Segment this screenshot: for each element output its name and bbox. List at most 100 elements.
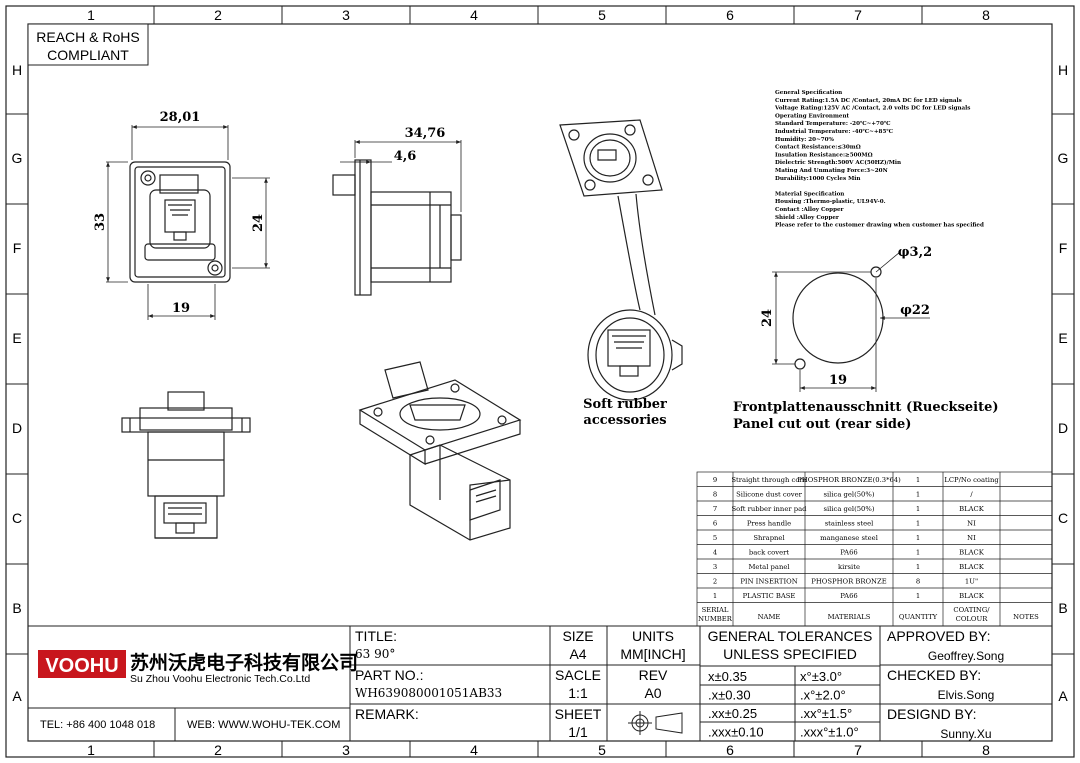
dim-side-length: 34,76 [405,126,446,141]
grid-col-bottom-4: 4 [470,742,478,758]
bom-cell: 1 [916,563,920,571]
grid-row-left-G: G [12,150,23,166]
dim-side-flange: 4,6 [394,149,417,164]
bom-cell: manganese steel [820,534,878,542]
company-tel: TEL: +86 400 1048 018 [40,719,155,731]
bom-cell: 8 [713,491,717,499]
tolerance-linear: .x±0.30 [708,688,751,703]
part-no-value: WH639080001051AB33 [355,686,502,700]
company-web: WEB: WWW.WOHU-TEK.COM [187,719,340,731]
tolerance-linear: .xx±0.25 [708,706,757,721]
bom-cell: 1U" [965,578,978,586]
spec-line: Voltage Rating:125V AC /Contact, 2.0 vol… [774,106,970,112]
company-name-en: Su Zhou Voohu Electronic Tech.Co.Ltd [130,673,310,685]
tolerances-title-1: GENERAL TOLERANCES [708,628,873,644]
grid-row-right-F: F [1059,240,1068,256]
bom-cell: PLASTIC BASE [743,592,796,600]
grid-col-bottom-3: 3 [342,742,350,758]
tolerance-linear: .xxx±0.10 [708,725,764,740]
grid-row-left-A: A [12,688,22,704]
bom-cell: NI [967,520,976,528]
bottom-view [121,391,251,539]
spec-line: Contact Resistance:≤30mΩ [775,145,861,151]
bom-cell: 2 [713,578,717,586]
spec-line: Please refer to the customer drawing whe… [775,223,984,229]
rev-label: REV [639,667,668,683]
rev-value: A0 [644,685,661,701]
company-name-cn: 苏州沃虎电子科技有限公司 [130,651,358,674]
spec-line: Durability:1000 Cycles Min [775,176,860,182]
bom-header: NAME [758,613,781,621]
grid-row-right-A: A [1058,688,1068,704]
dim-cutout-height: 24 [760,309,775,327]
checked-label: CHECKED BY: [887,667,981,683]
soft-rubber-label-1: Soft rubber [583,397,667,412]
bom-cell: silica gel(50%) [824,505,875,513]
grid-row-right-D: D [1058,420,1068,436]
bom-header: MATERIALS [828,613,871,621]
panel-cutout [792,266,884,370]
bom-header: COATING/COLOUR [953,606,990,623]
bom-cell: 1 [916,476,920,484]
grid-col-bottom-7: 7 [854,742,862,758]
tolerance-angular: .xxx°±1.0° [800,725,859,740]
tolerance-angular: .x°±2.0° [800,688,846,703]
panel-cutout-label-de: Frontplattenausschnitt (Rueckseite) [733,400,999,415]
bom-cell: PA66 [840,592,858,600]
grid-row-right-C: C [1058,510,1068,526]
grid-row-right-G: G [1058,150,1069,166]
bom-cell: PHOSPHOR BRONZE [811,578,886,586]
side-view [332,159,462,296]
grid-col-bottom-8: 8 [982,742,990,758]
grid-ticks [6,6,1074,757]
grid-col-bottom-1: 1 [87,742,95,758]
bom-cell: back covert [749,549,789,557]
bom-cell: BLACK [959,592,985,600]
voohu-logo [38,650,126,678]
front-view [129,161,231,283]
grid-row-left-B: B [12,600,21,616]
spec-line: General Specification [775,90,842,96]
grid-col-bottom-6: 6 [726,742,734,758]
bom-cell: Shrapnel [753,534,784,542]
bom-header: QUANTITY [899,613,938,621]
spec-line: Material Specification [775,191,844,197]
grid-col-top-2: 2 [214,7,222,23]
spec-line: Current Rating:1.5A DC /Contact, 20mA DC… [775,98,962,104]
grid-col-bottom-2: 2 [214,742,222,758]
approved-label: APPROVED BY: [887,628,990,644]
grid-col-top-3: 3 [342,7,350,23]
grid-col-top-4: 4 [470,7,478,23]
bom-cell: NI [967,534,976,542]
title-label: TITLE: [355,628,397,644]
grid-col-top-6: 6 [726,7,734,23]
dim-cutout-width: 19 [829,373,847,388]
spec-line: Insulation Resistance:≥500MΩ [775,152,873,158]
tolerance-angular: .xx°±1.5° [800,706,852,721]
soft-rubber-cover [559,119,683,401]
units-label: UNITS [632,628,674,644]
checked-value: Elvis.Song [938,688,995,702]
spec-line: Humidity: 20~70% [775,137,835,143]
bom-cell: Metal panel [748,563,789,571]
isometric-view [358,361,522,541]
bom-cell: 1 [916,592,920,600]
dim-front-inner-height: 24 [251,214,266,232]
soft-rubber-label-2: accessories [583,413,666,428]
spec-line: Mating And Unmating Force:3~20N [775,168,888,174]
tolerance-linear: x±0.35 [708,669,747,684]
grid-row-left-C: C [12,510,22,526]
bom-cell: 1 [916,491,920,499]
designed-label: DESIGND BY: [887,706,976,722]
compliance-line-2: COMPLIANT [47,47,129,63]
bom-cell: 1 [713,592,717,600]
sheet-label: SHEET [555,706,602,722]
bom-cell: 1 [916,549,920,557]
title-value: 63 90° [355,647,395,661]
compliance-line-1: REACH & RoHS [36,29,139,45]
